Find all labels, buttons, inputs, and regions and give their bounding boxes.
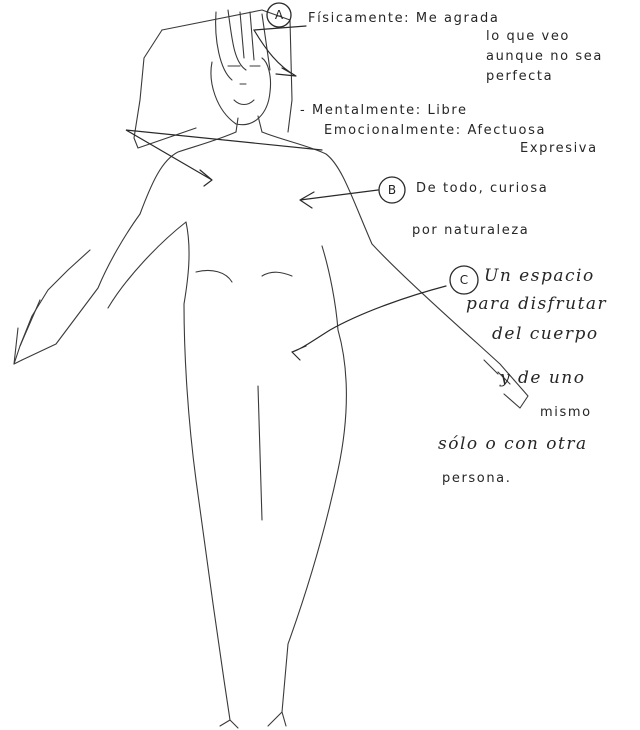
neck-left <box>236 118 238 132</box>
arrow-a-fisicamente <box>254 26 306 76</box>
note-a-lo-que-veo: lo que veo <box>486 30 570 43</box>
badge-b: B <box>379 177 405 203</box>
hair-outline <box>134 10 292 148</box>
mouth <box>234 100 254 105</box>
note-b-naturaleza: por naturaleza <box>412 224 529 237</box>
right-breast <box>262 272 292 276</box>
torso-outline <box>22 132 514 728</box>
note-c-persona: persona. <box>442 472 511 485</box>
note-c-solo: sólo o con otra <box>438 436 588 453</box>
note-c-cuerpo: del cuerpo <box>492 326 599 343</box>
note-c-de-uno: y de uno <box>500 370 586 387</box>
arrow-c <box>292 286 446 360</box>
face-outline <box>211 58 271 132</box>
badge-c: C <box>450 266 478 294</box>
svg-text:A: A <box>275 8 284 22</box>
badge-a: A <box>267 3 291 27</box>
note-a-perfecta: perfecta <box>486 70 553 83</box>
note-a-mentalmente: - Mentalmente: Libre <box>300 104 468 117</box>
note-a-fisicamente: Físicamente: Me agrada <box>308 12 499 25</box>
annotation-pointers <box>126 26 446 360</box>
arrow-b <box>300 190 378 208</box>
inner-leg <box>258 386 262 520</box>
note-a-emocionalmente: Emocionalmente: Afectuosa <box>324 124 546 137</box>
note-c-espacio: Un espacio <box>484 268 595 285</box>
note-a-expresiva: Expresiva <box>520 142 598 155</box>
note-b-curiosa: De todo, curiosa <box>416 182 548 195</box>
left-breast <box>196 270 232 282</box>
svg-text:B: B <box>388 183 396 197</box>
note-c-disfrutar: para disfrutar <box>466 296 607 313</box>
note-c-mismo: mismo <box>540 406 592 419</box>
note-a-aunque: aunque no sea <box>486 50 603 63</box>
svg-text:C: C <box>460 273 468 287</box>
neck-right <box>258 116 262 132</box>
